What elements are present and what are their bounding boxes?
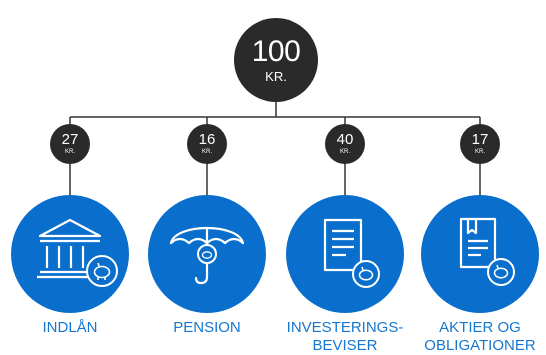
category-label-indlan: INDLÅN	[42, 319, 98, 336]
certificate-icon	[459, 217, 515, 286]
amount-unit: KR.	[474, 149, 485, 155]
amount-value: 40	[336, 131, 354, 148]
amount-unit: KR.	[201, 149, 212, 155]
amount-bubble-investeringsbeviser: 40 KR.	[325, 124, 365, 164]
amount-bubble-pension: 16 KR.	[187, 124, 227, 164]
category-label-investeringsbeviser: INVESTERINGS- BEVISER	[286, 319, 404, 354]
total-bubble: 100 KR.	[234, 18, 318, 102]
category-circle-investeringsbeviser	[286, 195, 404, 313]
bank-icon	[37, 218, 118, 287]
category-circle-indlan	[11, 195, 129, 313]
total-unit: KR.	[265, 68, 287, 84]
category-label-aktier-og-obligationer: AKTIER OG OBLIGATIONER	[424, 319, 536, 354]
category-circle-aktier-og-obligationer	[421, 195, 539, 313]
amount-value: 17	[471, 131, 489, 148]
amount-value: 16	[198, 131, 216, 148]
amount-unit: KR.	[64, 149, 75, 155]
amount-bubble-aktier-og-obligationer: 17 KR.	[460, 124, 500, 164]
document-icon	[323, 218, 380, 288]
total-value: 100	[251, 34, 301, 68]
amount-value: 27	[61, 131, 79, 148]
category-label-pension: PENSION	[173, 319, 241, 336]
amount-bubble-indlan: 27 KR.	[50, 124, 90, 164]
umbrella-icon	[169, 227, 245, 285]
category-circle-pension	[148, 195, 266, 313]
amount-unit: KR.	[339, 149, 350, 155]
